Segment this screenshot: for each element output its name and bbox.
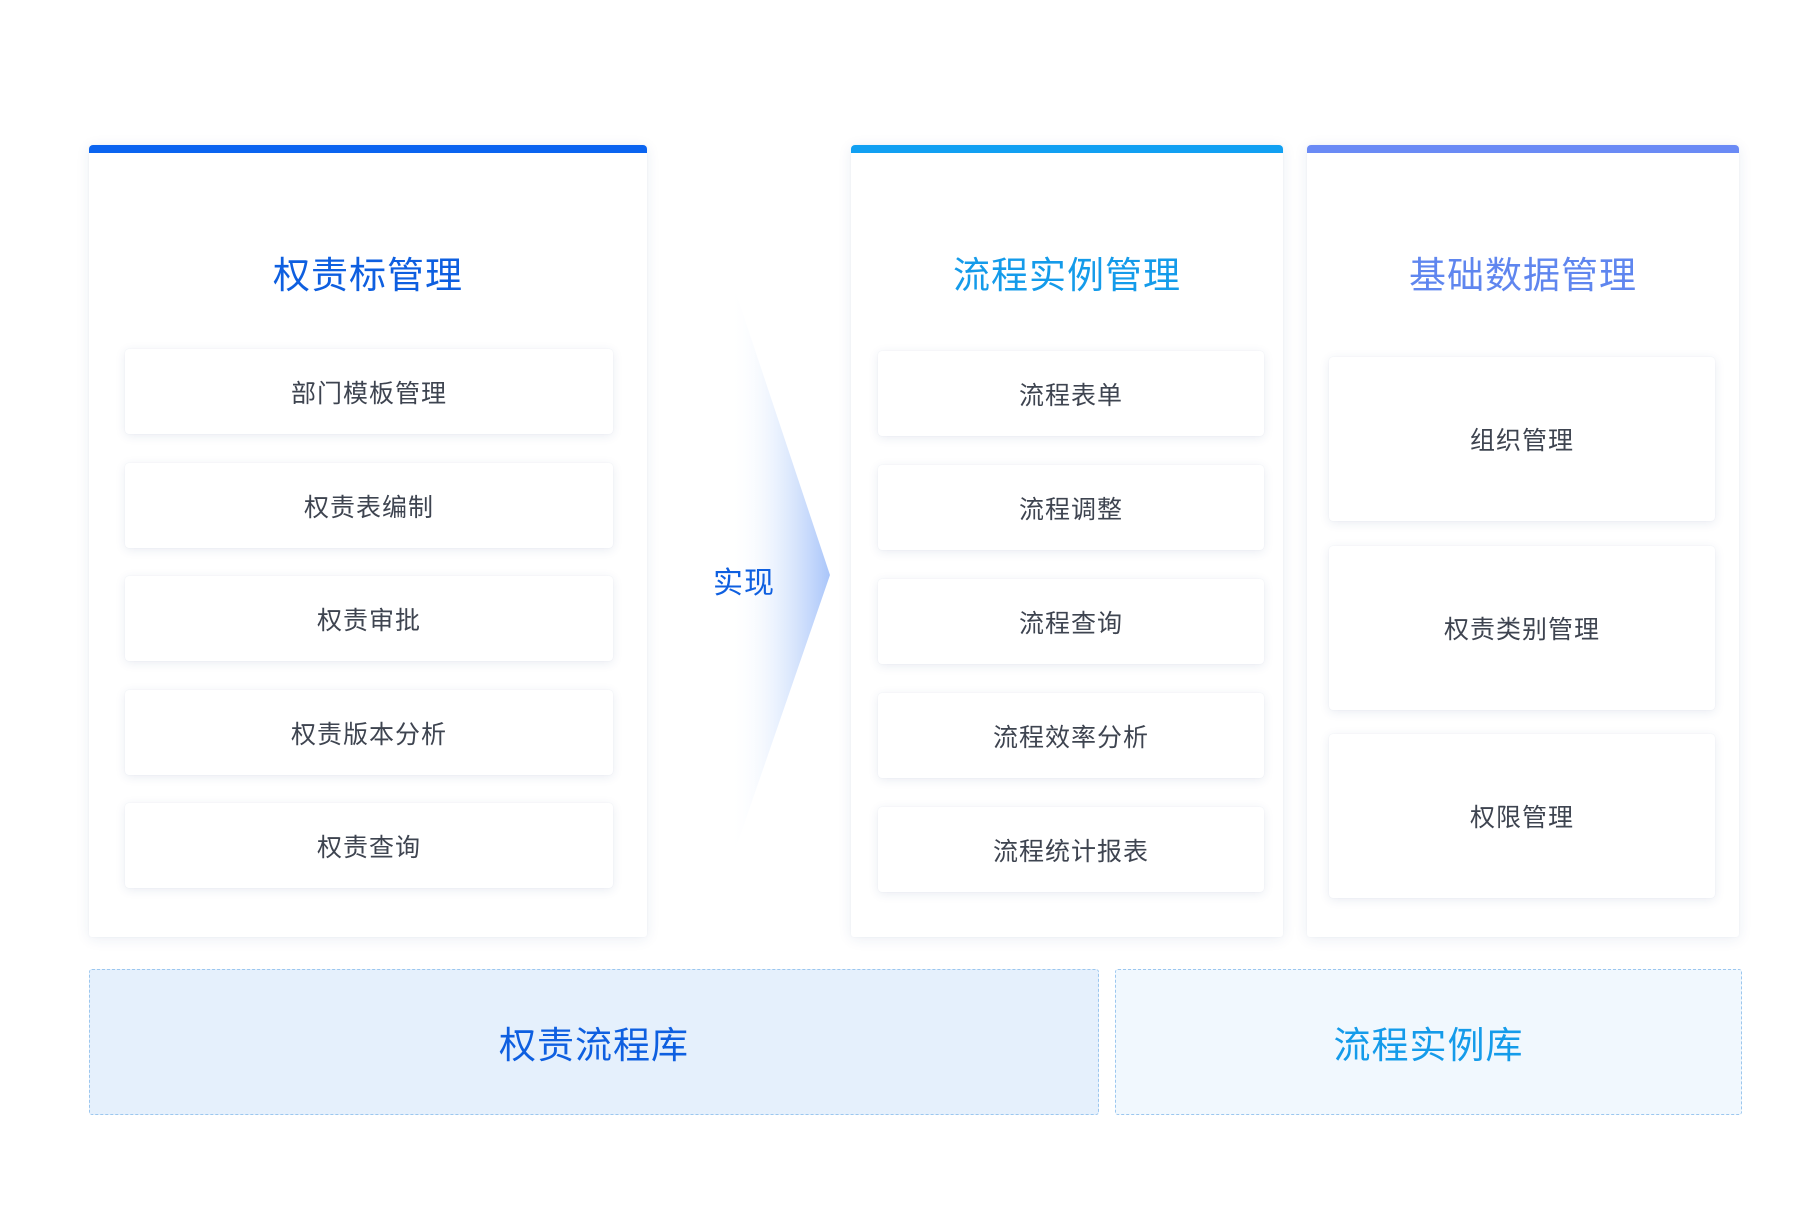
arrow-label: 实现: [713, 566, 775, 601]
panel-accent-bar: [89, 145, 647, 153]
panel-base-data-management: 基础数据管理 组织管理 权责类别管理 权限管理: [1307, 145, 1739, 937]
item-process-statistics-report[interactable]: 流程统计报表: [878, 807, 1264, 892]
panel-accountability-management: 权责标管理 部门模板管理 权责表编制 权责审批 权责版本分析 权责查询: [89, 145, 647, 937]
panel-process-instance-management: 流程实例管理 流程表单 流程调整 流程查询 流程效率分析 流程统计报表: [851, 145, 1283, 937]
item-process-form[interactable]: 流程表单: [878, 351, 1264, 436]
panel-title: 基础数据管理: [1409, 254, 1637, 297]
library-process-instance[interactable]: 流程实例库: [1115, 969, 1742, 1115]
item-accountability-table-edit[interactable]: 权责表编制: [125, 463, 613, 548]
panel-accent-bar: [851, 145, 1283, 153]
library-accountability-process[interactable]: 权责流程库: [89, 969, 1099, 1115]
item-organization-management[interactable]: 组织管理: [1329, 357, 1715, 521]
panel-accent-bar: [1307, 145, 1739, 153]
item-accountability-approval[interactable]: 权责审批: [125, 576, 613, 661]
panel-title: 流程实例管理: [953, 254, 1181, 297]
item-accountability-query[interactable]: 权责查询: [125, 803, 613, 888]
item-process-adjust[interactable]: 流程调整: [878, 465, 1264, 550]
item-accountability-version-analysis[interactable]: 权责版本分析: [125, 690, 613, 775]
item-process-efficiency-analysis[interactable]: 流程效率分析: [878, 693, 1264, 778]
item-department-template[interactable]: 部门模板管理: [125, 349, 613, 434]
item-process-query[interactable]: 流程查询: [878, 579, 1264, 664]
arrow-connector-icon: [730, 275, 830, 865]
panel-title: 权责标管理: [273, 254, 463, 297]
item-permission-management[interactable]: 权限管理: [1329, 734, 1715, 898]
item-accountability-category-management[interactable]: 权责类别管理: [1329, 546, 1715, 710]
